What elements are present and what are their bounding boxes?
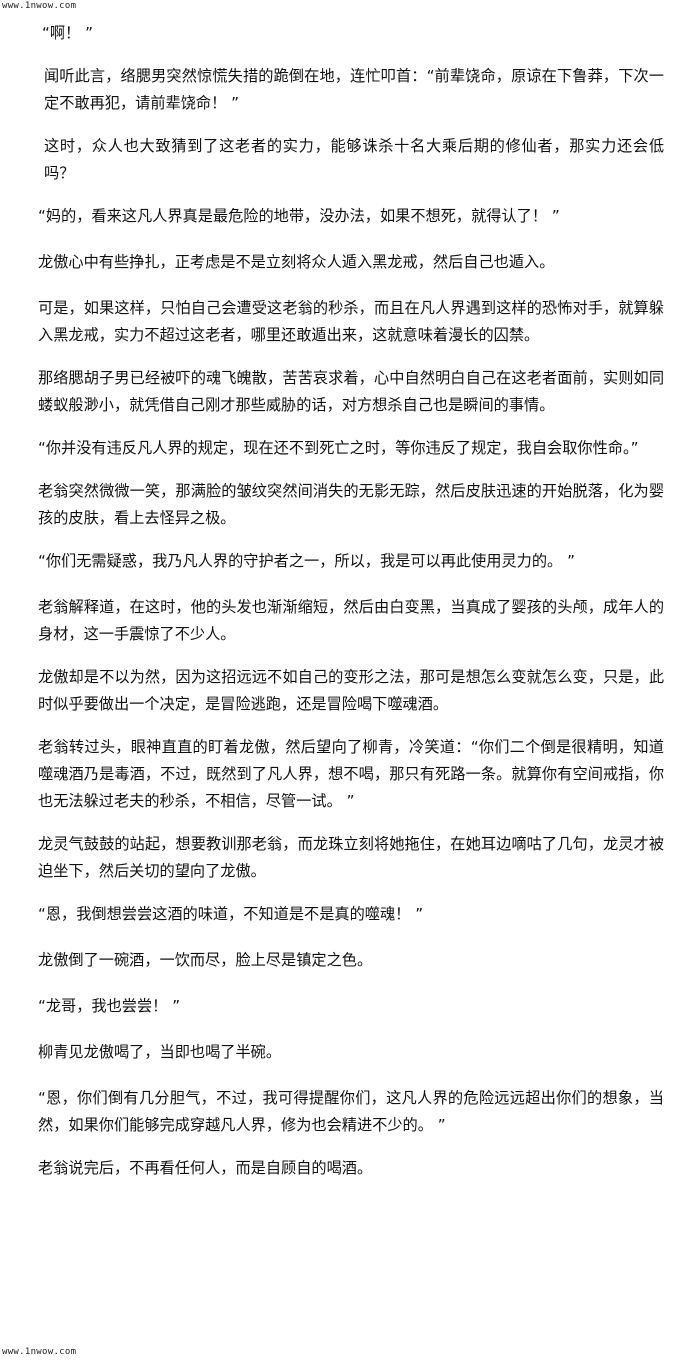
paragraph: 这时，众人也大致猜到了这老者的实力，能够诛杀十名大乘后期的修仙者，那实力还会低吗… [44, 137, 664, 182]
paragraph: “龙哥，我也尝尝！ ” [38, 997, 181, 1015]
paragraph: 老翁说完后，不再看任何人，而是自顾自的喝酒。 [38, 1159, 373, 1177]
site-url-top: www.1nwow.com [2, 1, 77, 11]
paragraph: “恩，我倒想尝尝这酒的味道，不知道是不是真的噬魂！ ” [38, 905, 424, 923]
paragraph: 老翁解释道，在这时，他的头发也渐渐缩短，然后由白变黑，当真成了婴孩的头颅，成年人… [38, 598, 664, 643]
paragraph: 老翁突然微微一笑，那满脸的皱纹突然间消失的无影无踪，然后皮肤迅速的开始脱落，化为… [38, 482, 664, 527]
paragraph: 龙傲心中有些挣扎，正考虑是不是立刻将众人遁入黑龙戒，然后自己也遁入。 [38, 253, 555, 271]
paragraph: 那络腮胡子男已经被吓的魂飞魄散，苦苦哀求着，心中自然明白自己在这老者面前，实则如… [38, 369, 664, 414]
paragraph: 老翁转过头，眼神直直的盯着龙傲，然后望向了柳青，冷笑道：“你们二个倒是很精明，知… [38, 738, 664, 810]
paragraph: 龙傲却是不以为然，因为这招远远不如自己的变形之法，那可是想怎么变就怎么变，只是，… [38, 668, 664, 713]
paragraph: 闻听此言，络腮男突然惊慌失措的跪倒在地，连忙叩首：“前辈饶命，原谅在下鲁莽，下次… [44, 67, 664, 112]
paragraph: 龙灵气鼓鼓的站起，想要教训那老翁，而龙珠立刻将她拖住，在她耳边嘀咕了几句，龙灵才… [38, 835, 664, 880]
article-body: “啊！ ” 闻听此言，络腮男突然惊慌失措的跪倒在地，连忙叩首：“前辈饶命，原谅在… [0, 20, 680, 1182]
paragraph: “恩，你们倒有几分胆气，不过，我可得提醒你们，这凡人界的危险远远超出你们的想象，… [38, 1089, 664, 1134]
paragraph: 龙傲倒了一碗酒，一饮而尽，脸上尽是镇定之色。 [38, 951, 373, 969]
paragraph: “你们无需疑惑，我乃凡人界的守护者之一，所以，我是可以再此使用灵力的。 ” [38, 552, 575, 570]
paragraph: “妈的，看来这凡人界真是最危险的地带，没办法，如果不想死，就得认了！ ” [38, 207, 560, 225]
paragraph: “你并没有违反凡人界的规定，现在还不到死亡之时，等你违反了规定，我自会取你性命。… [38, 439, 639, 457]
paragraph: 柳青见龙傲喝了，当即也喝了半碗。 [38, 1043, 281, 1061]
paragraph: 可是，如果这样，只怕自己会遭受这老翁的秒杀，而且在凡人界遇到这样的恐怖对手，就算… [38, 299, 664, 344]
paragraph: “啊！ ” [42, 24, 93, 42]
site-url-bottom: www.1nwow.com [2, 1347, 77, 1357]
